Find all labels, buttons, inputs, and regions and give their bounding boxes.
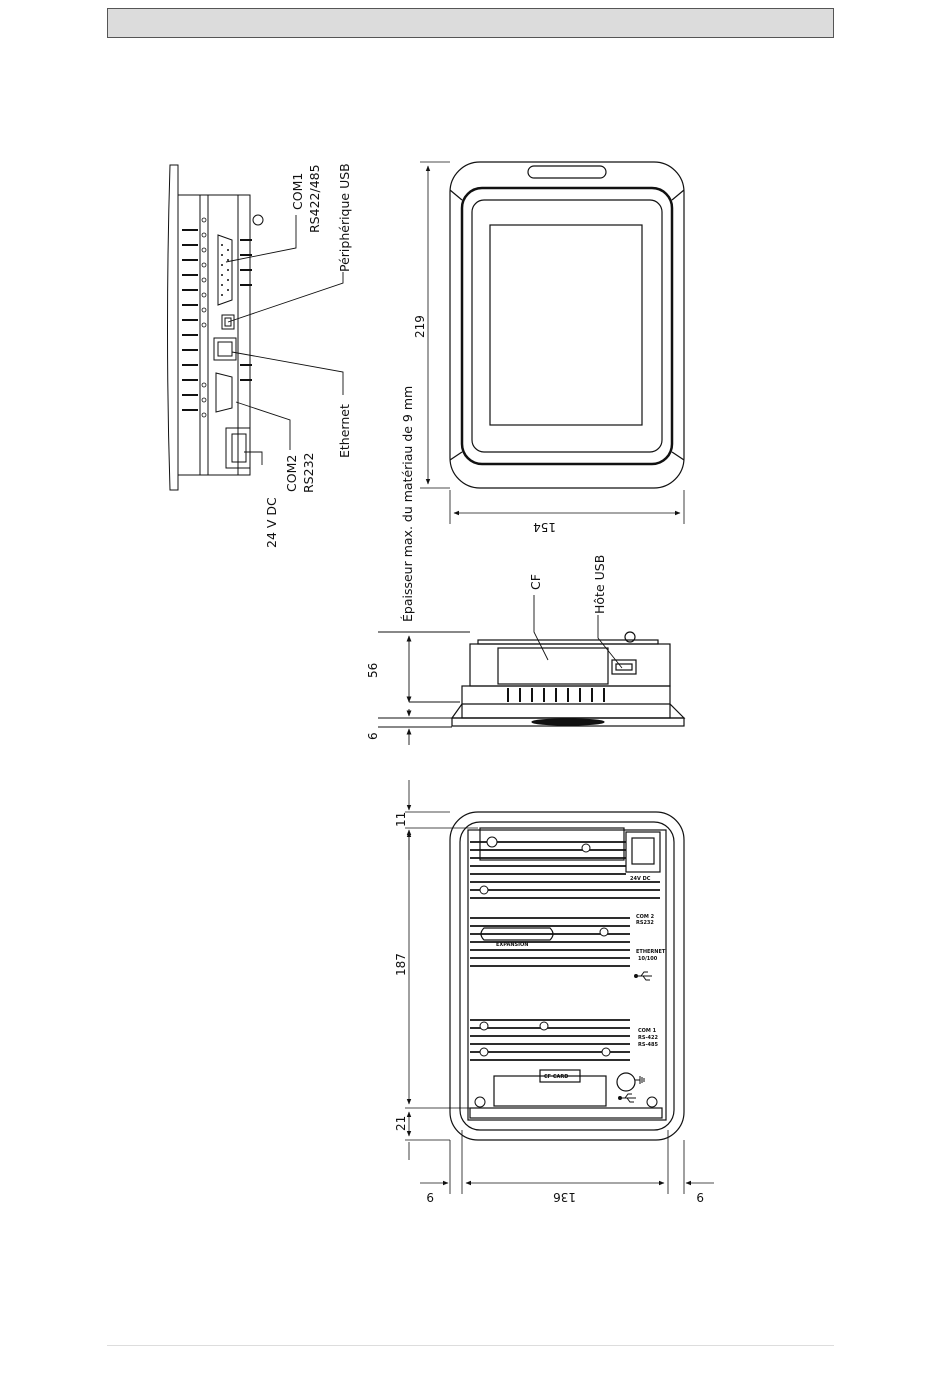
power-label: 24 V DC [264,497,279,548]
side-profile-view [452,632,684,726]
rear-expansion-text: EXPANSION [496,942,528,948]
rear-com1-rs485-text: RS-485 [638,1042,658,1048]
bezel-dimension: 6 [366,732,380,740]
front-view [450,162,684,488]
rear-com2-type-text: RS232 [636,920,654,926]
rear-top-dimension: 11 [394,812,408,827]
rear-ethernet-text: ETHERNET [636,949,666,955]
rear-com1-text: COM 1 [638,1028,657,1034]
side-view-ports [168,165,264,490]
front-width-dimension: 154 [533,520,556,534]
ground-icon [635,1076,644,1084]
com1-label: COM1 [290,173,305,210]
side-profile-fins [508,688,604,702]
usb-host-label: Hôte USB [592,555,607,614]
ethernet-label: Ethernet [337,404,352,458]
rear-view-fins [470,842,660,1060]
rear-ethernet-speed-text: 10/100 [638,956,658,962]
depth-dimension: 56 [366,663,380,678]
front-height-dimension: 219 [413,315,427,338]
max-thickness-label: Épaisseur max. du matériau de 9 mm [400,386,415,622]
rear-left-dimension: 9 [426,1190,434,1204]
usb-peripheral-label: Périphérique USB [337,163,352,272]
com2-type-label: RS232 [301,453,316,493]
page-footer-rule [107,1345,834,1346]
com1-type-label: RS422/485 [307,164,322,233]
rear-middle-dimension: 187 [394,953,408,976]
rear-width-dimension: 136 [553,1190,576,1204]
rear-com1-rs422-text: RS-422 [638,1035,658,1041]
rear-bottom-dimension: 21 [394,1116,408,1131]
cf-label: CF [528,574,543,590]
rear-right-dimension: 9 [696,1190,704,1204]
rear-cf-card-text: CF CARD [544,1074,568,1080]
rear-power-text: 24V DC [630,876,651,882]
front-dimension-lines [420,162,684,524]
com2-label: COM2 [284,455,299,492]
